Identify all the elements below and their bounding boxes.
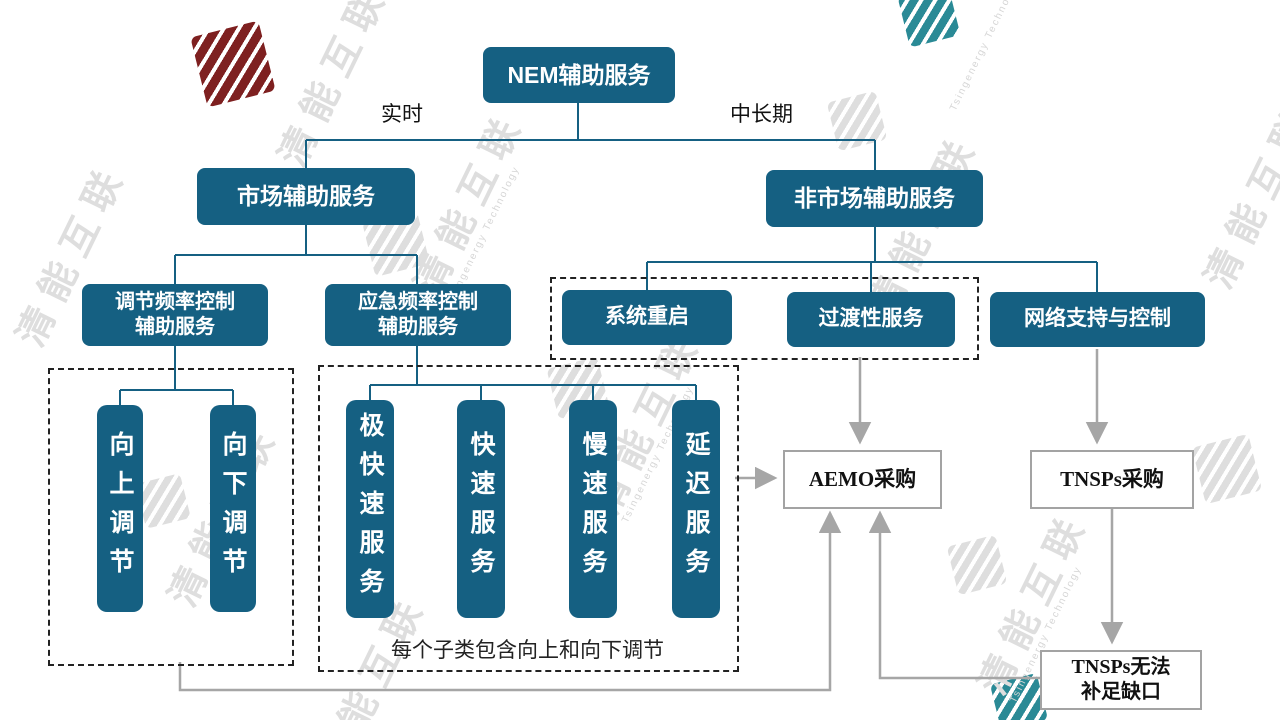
node-system-restart-label: 系统重启 — [605, 305, 689, 329]
node-nonmarket-services: 非市场辅助服务 — [766, 170, 983, 227]
node-tnsps-gap-line2: 补足缺口 — [1081, 681, 1161, 703]
node-root: NEM辅助服务 — [483, 47, 675, 103]
node-regulation-fcas-line1: 调节频率控制 — [115, 291, 235, 313]
contingency-group-note: 每个子类包含向上和向下调节 — [391, 638, 664, 662]
node-network-support: 网络支持与控制 — [990, 292, 1205, 347]
node-network-support-label: 网络支持与控制 — [1024, 307, 1171, 331]
node-root-label: NEM辅助服务 — [507, 61, 651, 88]
node-slow-service: 慢速服务 — [569, 400, 617, 618]
node-raise-regulation: 向上调节 — [97, 405, 143, 612]
node-contingency-fcas-line2: 辅助服务 — [378, 316, 458, 338]
node-aemo-procurement: AEMO采购 — [783, 450, 942, 509]
branch-label-midlongterm: 中长期 — [730, 102, 793, 126]
node-tnsps-procurement-label: TNSPs采购 — [1060, 467, 1164, 492]
node-regulation-fcas: 调节频率控制 辅助服务 — [82, 284, 268, 346]
group-frame-contingency-children — [318, 365, 739, 672]
node-contingency-fcas-line1: 应急频率控制 — [358, 291, 478, 313]
node-market-services-label: 市场辅助服务 — [237, 183, 375, 210]
node-system-restart: 系统重启 — [562, 290, 732, 345]
node-raise-regulation-label: 向上调节 — [106, 430, 134, 587]
branch-label-realtime: 实时 — [381, 102, 423, 126]
node-market-services: 市场辅助服务 — [197, 168, 415, 225]
node-slow-service-label: 慢速服务 — [579, 431, 607, 587]
node-regulation-fcas-line2: 辅助服务 — [135, 316, 215, 338]
node-delayed-service: 延迟服务 — [672, 400, 720, 618]
group-frame-nonmarket-aemo — [550, 277, 979, 360]
node-tnsps-gap: TNSPs无法 补足缺口 — [1040, 650, 1202, 710]
node-transitional-services: 过渡性服务 — [787, 292, 955, 347]
node-delayed-service-label: 延迟服务 — [682, 431, 710, 587]
node-tnsps-procurement: TNSPs采购 — [1030, 450, 1194, 509]
node-lower-regulation: 向下调节 — [210, 405, 256, 612]
node-lower-regulation-label: 向下调节 — [219, 430, 247, 587]
node-aemo-procurement-label: AEMO采购 — [808, 467, 917, 492]
node-nonmarket-services-label: 非市场辅助服务 — [794, 185, 955, 212]
node-fast-service: 快速服务 — [457, 400, 505, 618]
node-contingency-fcas: 应急频率控制 辅助服务 — [325, 284, 511, 346]
node-very-fast-service-label: 极快速服务 — [356, 411, 384, 607]
node-fast-service-label: 快速服务 — [467, 431, 495, 587]
node-very-fast-service: 极快速服务 — [346, 400, 394, 618]
node-tnsps-gap-line1: TNSPs无法 — [1071, 656, 1171, 678]
node-transitional-services-label: 过渡性服务 — [818, 307, 924, 331]
group-frame-regulation-children — [48, 368, 294, 666]
